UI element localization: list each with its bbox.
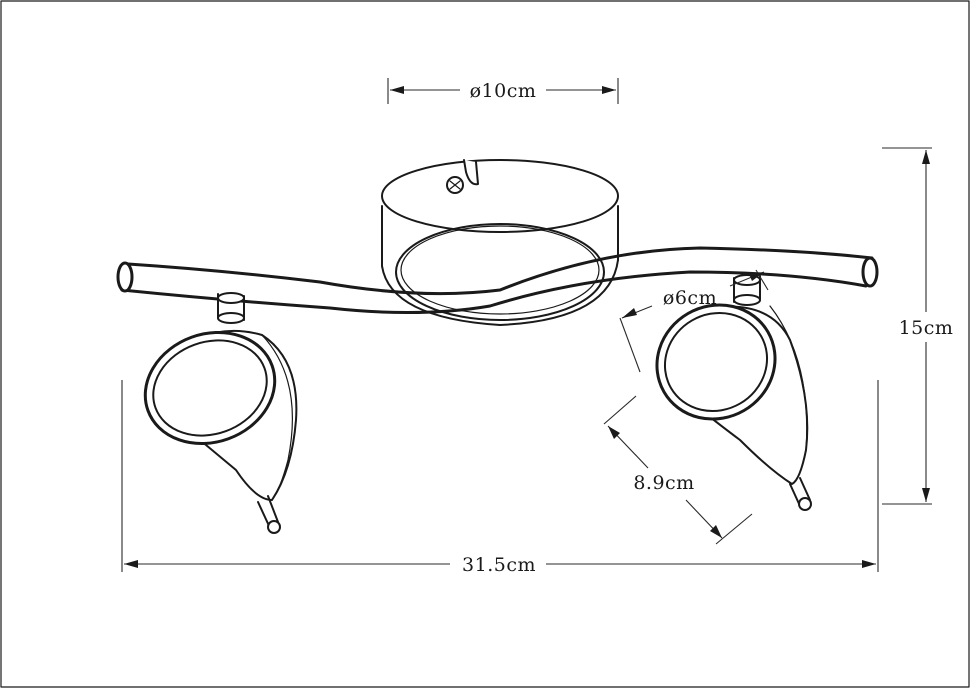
dimension-height: 15cm	[882, 147, 954, 505]
dimension-total-width: 31.5cm	[121, 380, 879, 576]
right-spotlight	[655, 274, 812, 511]
screw-icon	[446, 176, 464, 194]
ceiling-canopy	[381, 159, 619, 326]
left-spotlight	[143, 292, 298, 534]
curved-bar	[116, 246, 879, 315]
base-diameter-label: ø10cm	[470, 80, 537, 102]
head-depth-label: 8.9cm	[633, 472, 694, 494]
dimension-base-diameter: ø10cm	[387, 78, 619, 104]
dimension-head-depth: 8.9cm	[603, 395, 753, 545]
height-label: 15cm	[899, 317, 954, 339]
head-diameter-label: ø6cm	[663, 287, 717, 309]
total-width-label: 31.5cm	[462, 554, 536, 576]
dimension-head-diameter: ø6cm	[619, 269, 769, 373]
